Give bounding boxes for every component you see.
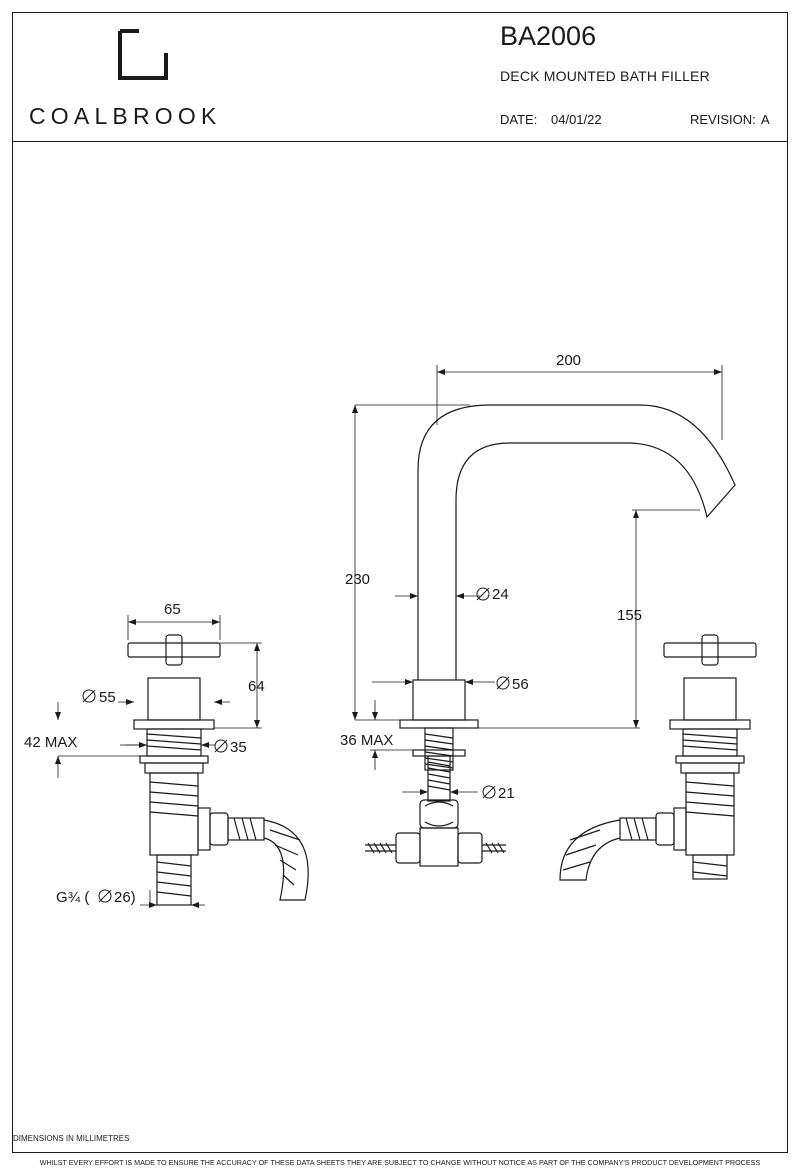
dim-spout-diameter: 24 [492,586,509,603]
dimension-arrows [55,369,722,908]
dim-valve-shank-diameter: 35 [230,739,247,756]
units-note: DIMENSIONS IN MILLIMETRES [13,1134,130,1143]
dim-spout-reach: 200 [556,352,581,369]
disclaimer-footer: WHILST EVERY EFFORT IS MADE TO ENSURE TH… [39,1158,761,1167]
dim-thread: G¾ ( [56,889,89,906]
dim-max-deck-spout: 36 MAX [340,732,393,749]
brand-logo-mark [118,29,168,80]
dim-handle-width: 65 [164,601,181,618]
revision-value: A [761,112,770,127]
product-code: BA2006 [500,21,597,51]
left-valve [127,634,309,906]
dim-max-deck-valve: 42 MAX [24,734,77,751]
dimension-lines [57,365,723,906]
dim-thread-diameter: 26) [114,889,136,906]
title-block: COALBROOK BA2006 DECK MOUNTED BATH FILLE… [13,13,787,142]
brand-name: COALBROOK [29,103,222,129]
drawing-sheet: COALBROOK BA2006 DECK MOUNTED BATH FILLE… [12,12,788,1153]
revision-label: REVISION: [690,112,756,127]
date-label: DATE: [500,112,538,127]
diameter-symbols [82,587,510,903]
date-value: 04/01/22 [551,112,602,127]
spout-body [365,404,736,867]
product-name: DECK MOUNTED BATH FILLER [500,68,710,84]
dim-valve-flange-diameter: 55 [99,689,116,706]
dim-base-diameter: 56 [512,676,529,693]
dim-tail-diameter: 21 [498,785,515,802]
dim-overall-height: 230 [345,571,370,588]
dim-handle-height: 64 [248,678,265,695]
dim-spout-clearance: 155 [617,607,642,624]
right-valve [559,634,757,881]
